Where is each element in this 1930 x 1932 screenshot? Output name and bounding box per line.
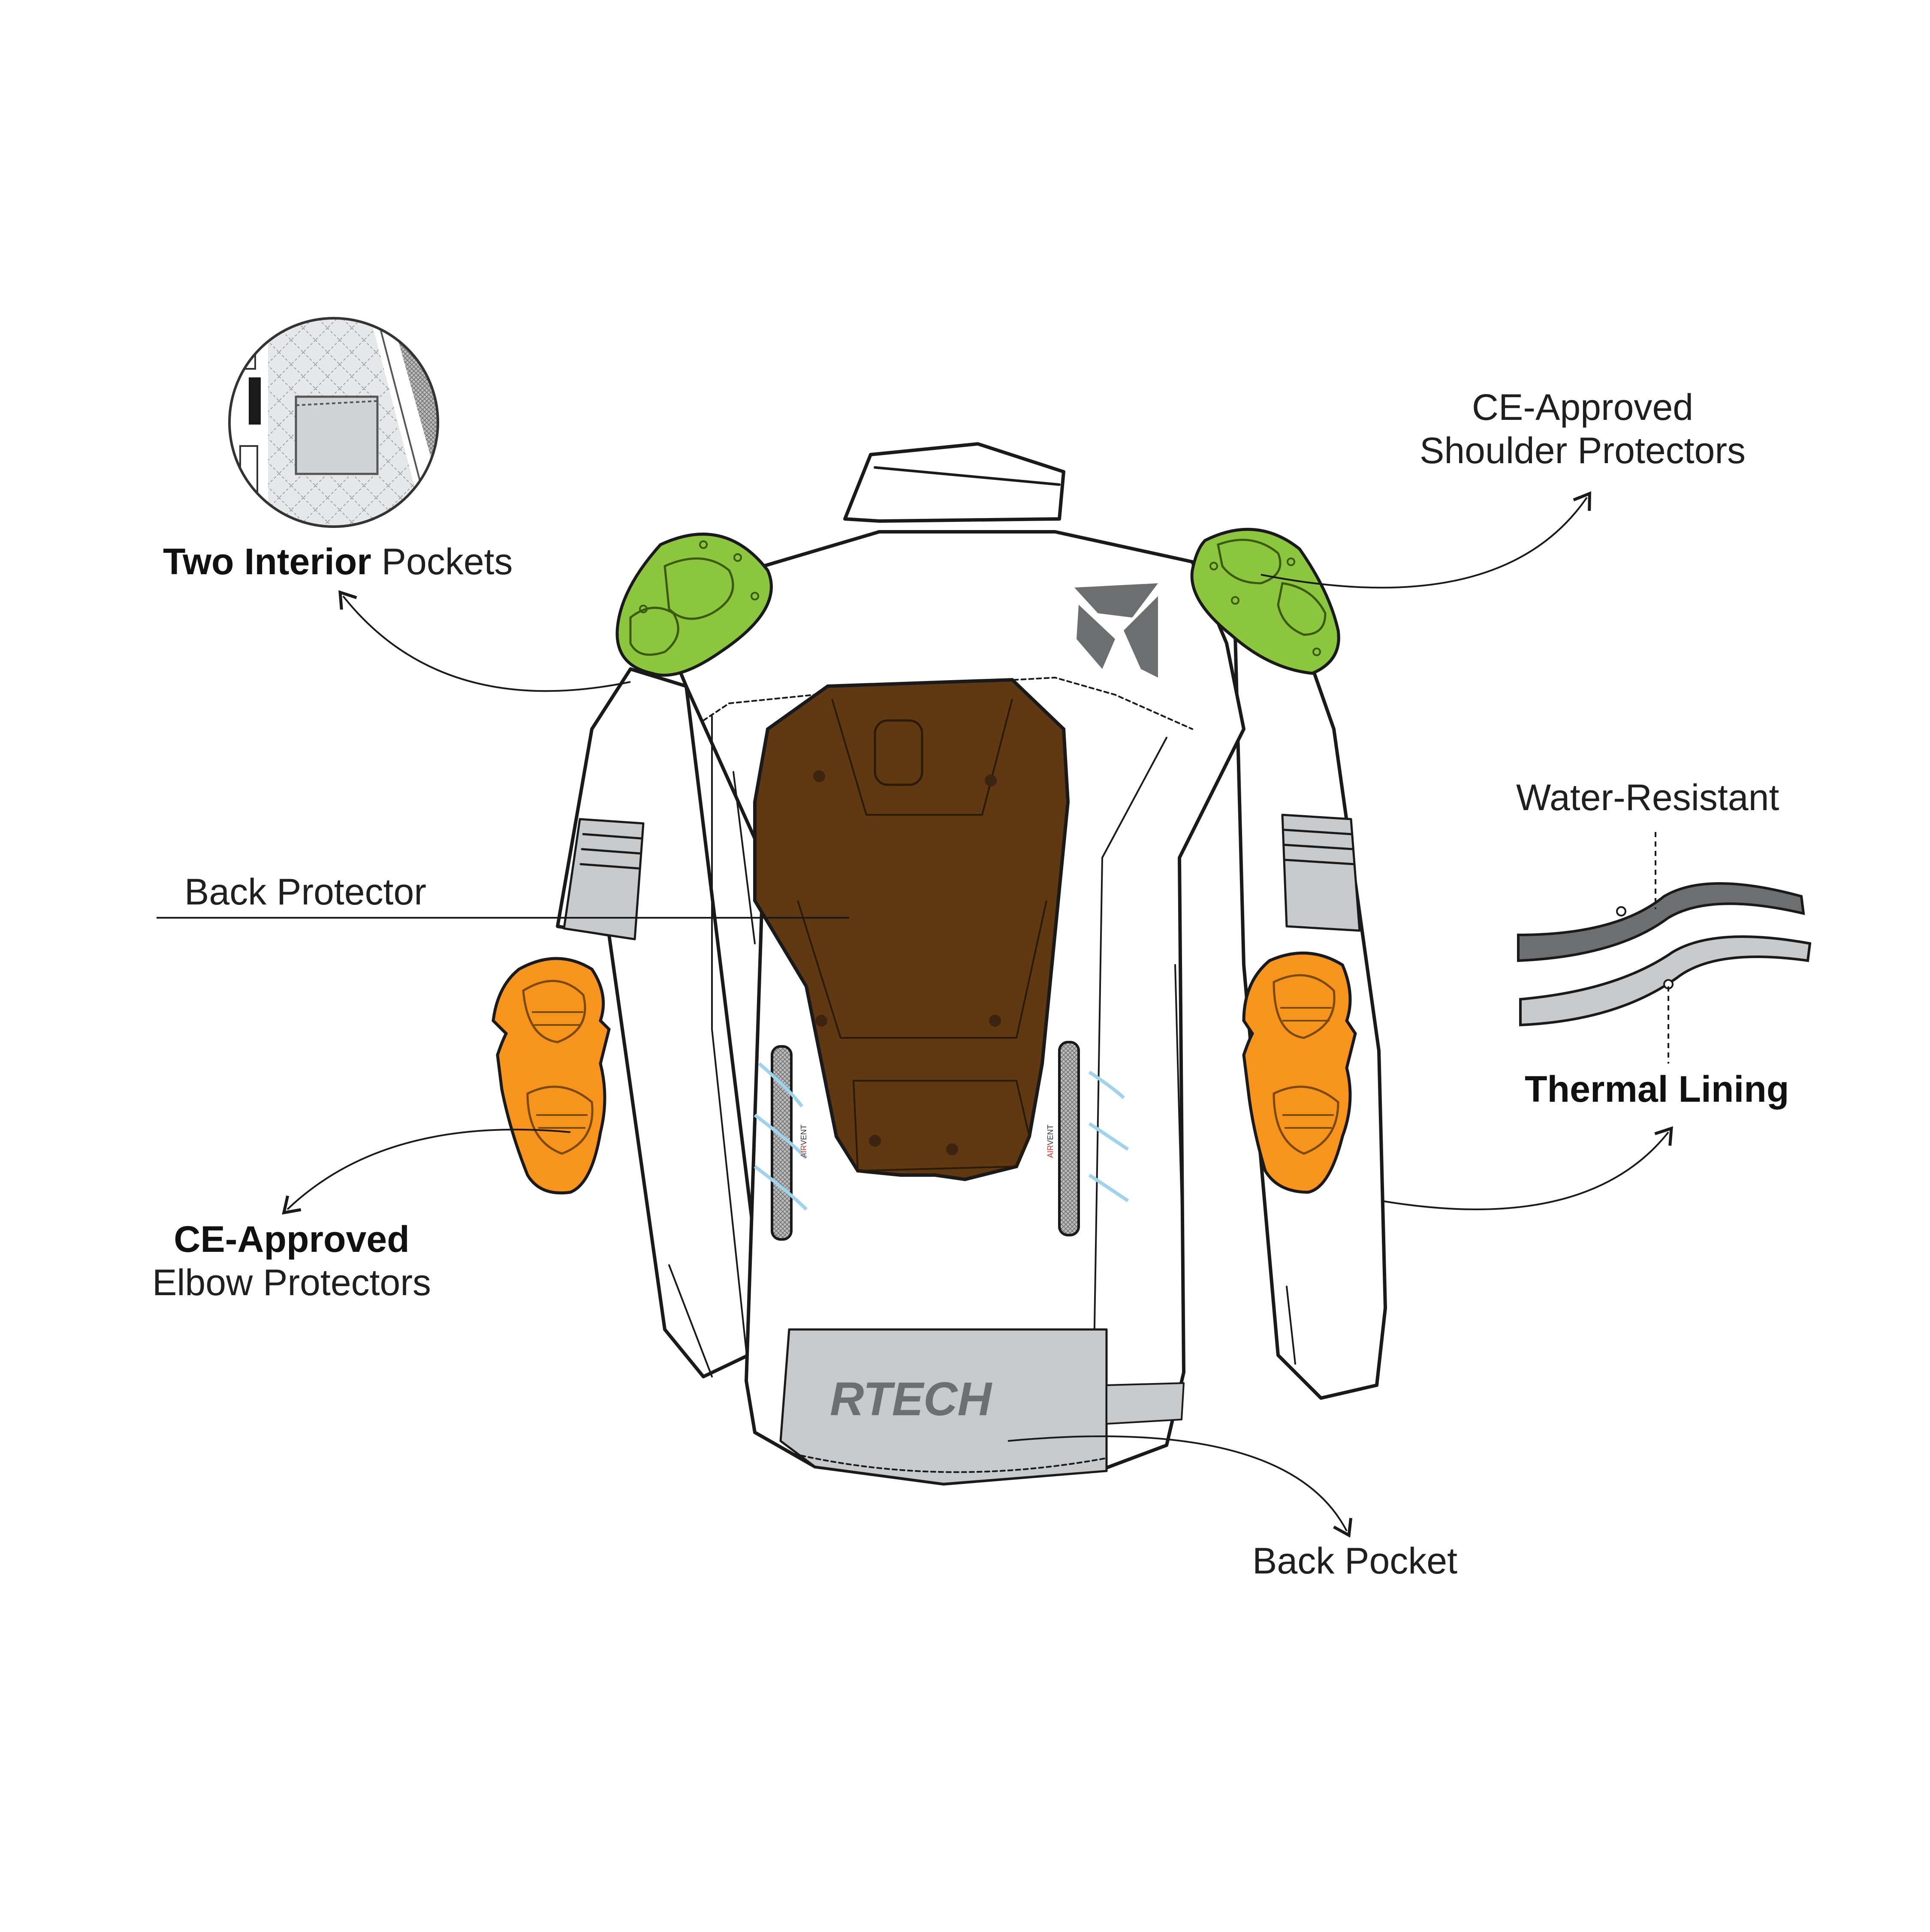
elbow-protector-right [1242, 951, 1357, 1194]
callout-elbow-line2: Elbow Protectors [152, 1262, 431, 1304]
callout-back-pocket: Back Pocket [1252, 1540, 1457, 1582]
callout-interior-pockets-bold: Two Interior [163, 541, 371, 582]
svg-text:AIRVENT: AIRVENT [799, 1124, 808, 1158]
elbow-protector-left [492, 957, 611, 1195]
callout-shoulder-line1: CE-Approved [1472, 387, 1694, 428]
callout-thermal-lining: Thermal Lining [1525, 1069, 1789, 1110]
shoulder-protector-right [1190, 527, 1340, 675]
interior-pocket-inset [228, 317, 439, 528]
air-vent-left: AIRVENT [754, 1045, 808, 1241]
air-vent-right: AIRVENT [1046, 1041, 1129, 1236]
callout-shoulder-protectors: CE-Approved Shoulder Protectors [1407, 386, 1758, 473]
back-protector [753, 678, 1070, 1182]
svg-text:AIRVENT: AIRVENT [1046, 1124, 1055, 1158]
callout-water-resistant: Water-Resistant [1516, 777, 1779, 818]
brand-wordmark: RTECH [830, 1373, 992, 1426]
callout-elbow-protectors: CE-Approved Elbow Protectors [129, 1218, 455, 1305]
shoulder-protector-left [615, 533, 773, 677]
callout-interior-pockets: Two Interior Pockets [163, 540, 513, 584]
callout-leaders [157, 491, 1673, 1538]
callout-shoulder-line2: Shoulder Protectors [1419, 430, 1746, 472]
callout-back-protector: Back Protector [184, 871, 426, 913]
fabric-layers-illustration [1517, 832, 1812, 1064]
callout-elbow-line1: CE-Approved [174, 1219, 410, 1260]
callout-interior-pockets-rest: Pockets [371, 541, 513, 582]
brand-logo-icon [1074, 583, 1158, 678]
